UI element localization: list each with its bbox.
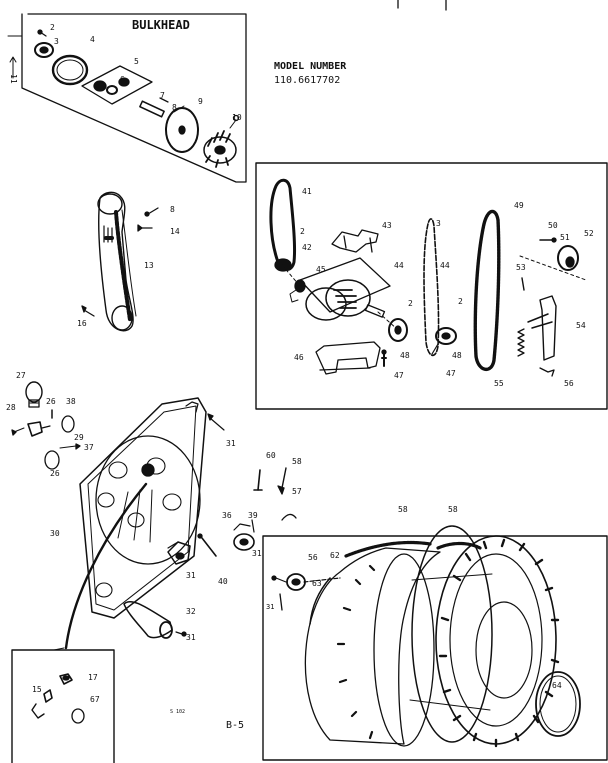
panel-right-parts	[123, 413, 297, 639]
callout: 52	[584, 229, 594, 238]
callout: 48	[452, 351, 462, 360]
callout: 54	[576, 321, 586, 330]
bulkhead-title: BULKHEAD	[132, 18, 190, 32]
rear-bulkhead-panel	[53, 397, 207, 651]
thin-belt	[423, 218, 440, 357]
callout: 50	[548, 221, 558, 230]
callout: 3	[54, 37, 59, 46]
bearing-set	[81, 65, 153, 105]
callout: 41	[302, 187, 312, 196]
callout: 40	[218, 577, 228, 586]
callout: 38	[66, 397, 76, 406]
callout: 9	[198, 97, 203, 106]
callout: 47	[446, 369, 456, 378]
callout: 56	[308, 553, 318, 562]
callout: 39	[248, 511, 258, 520]
page-code: B-5	[226, 720, 245, 731]
bearing-cup	[34, 29, 54, 58]
callout: 2	[300, 227, 305, 236]
callout: 3	[436, 219, 441, 228]
callout: 58	[292, 457, 302, 466]
callout: 44	[440, 261, 450, 270]
callout: 44	[394, 261, 404, 270]
callout: 31	[186, 633, 196, 642]
small-code: S 102	[170, 709, 186, 715]
callout: 30	[50, 529, 60, 538]
callout: 63	[312, 579, 322, 588]
callout: 7	[160, 91, 165, 100]
callout: 11	[9, 74, 18, 84]
callout: 51	[560, 233, 570, 242]
drum-belt	[473, 209, 501, 371]
bulkhead-assembly	[7, 13, 247, 183]
shaft	[139, 97, 169, 118]
callout: 10	[232, 113, 242, 122]
callout: 37	[84, 443, 94, 452]
callout: 47	[394, 371, 404, 380]
callout: 2	[408, 299, 413, 308]
motor-belt	[269, 178, 297, 271]
callout: 64	[552, 681, 562, 690]
idler-spring	[517, 328, 525, 357]
callout: 53	[516, 263, 526, 272]
callout: 14	[170, 227, 180, 236]
callout: 8	[172, 103, 177, 112]
callout: 13	[144, 261, 154, 270]
callout: 28	[6, 403, 16, 412]
callout: 57	[292, 487, 302, 496]
callout: 26	[50, 469, 60, 478]
callout: 26	[46, 397, 56, 406]
callout: 29	[74, 433, 84, 442]
motor-box	[255, 162, 608, 410]
drive-motor	[289, 257, 391, 321]
callout: 67	[90, 695, 100, 704]
callout: 31	[266, 603, 275, 611]
thermostat-cone	[123, 601, 173, 639]
idler-pulley	[519, 237, 587, 281]
model-number-label: MODEL NUMBER	[274, 61, 347, 72]
callout: 60	[266, 451, 276, 460]
callout: 48	[400, 351, 410, 360]
callout: 43	[382, 221, 392, 230]
idler-bracket	[539, 295, 557, 361]
callout: 58	[448, 505, 458, 514]
callout: 45	[316, 265, 326, 274]
callout: 49	[514, 201, 524, 210]
drum-shell	[304, 547, 441, 745]
callout: 17	[88, 673, 98, 682]
callout: 15	[32, 685, 42, 694]
callout: 31	[252, 549, 262, 558]
callout: 16	[77, 319, 87, 328]
left-small-parts	[11, 381, 81, 470]
callout: 31	[226, 439, 236, 448]
callout: 36	[222, 511, 232, 520]
motor-bracket	[331, 229, 379, 253]
callout: 31	[186, 571, 196, 580]
callout: 5	[134, 57, 139, 66]
callout: 58	[398, 505, 408, 514]
callout: 8	[170, 205, 175, 214]
model-number-value: 110.6617702	[274, 75, 341, 86]
callout: 62	[330, 551, 340, 560]
inset-box	[11, 649, 115, 763]
callout: 46	[294, 353, 304, 362]
callout: 56	[564, 379, 574, 388]
callout: 55	[494, 379, 504, 388]
callout: 32	[186, 607, 196, 616]
drum-box	[262, 525, 608, 761]
callout: 4	[90, 35, 95, 44]
callout: 42	[302, 243, 312, 252]
blower-impeller	[203, 114, 240, 168]
callout: 2	[50, 23, 55, 32]
top-edge-marks	[397, 0, 447, 11]
exhaust-duct	[81, 191, 159, 332]
callout: 2	[458, 297, 463, 306]
pulley-disk	[165, 105, 199, 153]
callout: 27	[16, 371, 26, 380]
callout: 6	[120, 75, 125, 84]
bearing-ring	[51, 54, 89, 86]
